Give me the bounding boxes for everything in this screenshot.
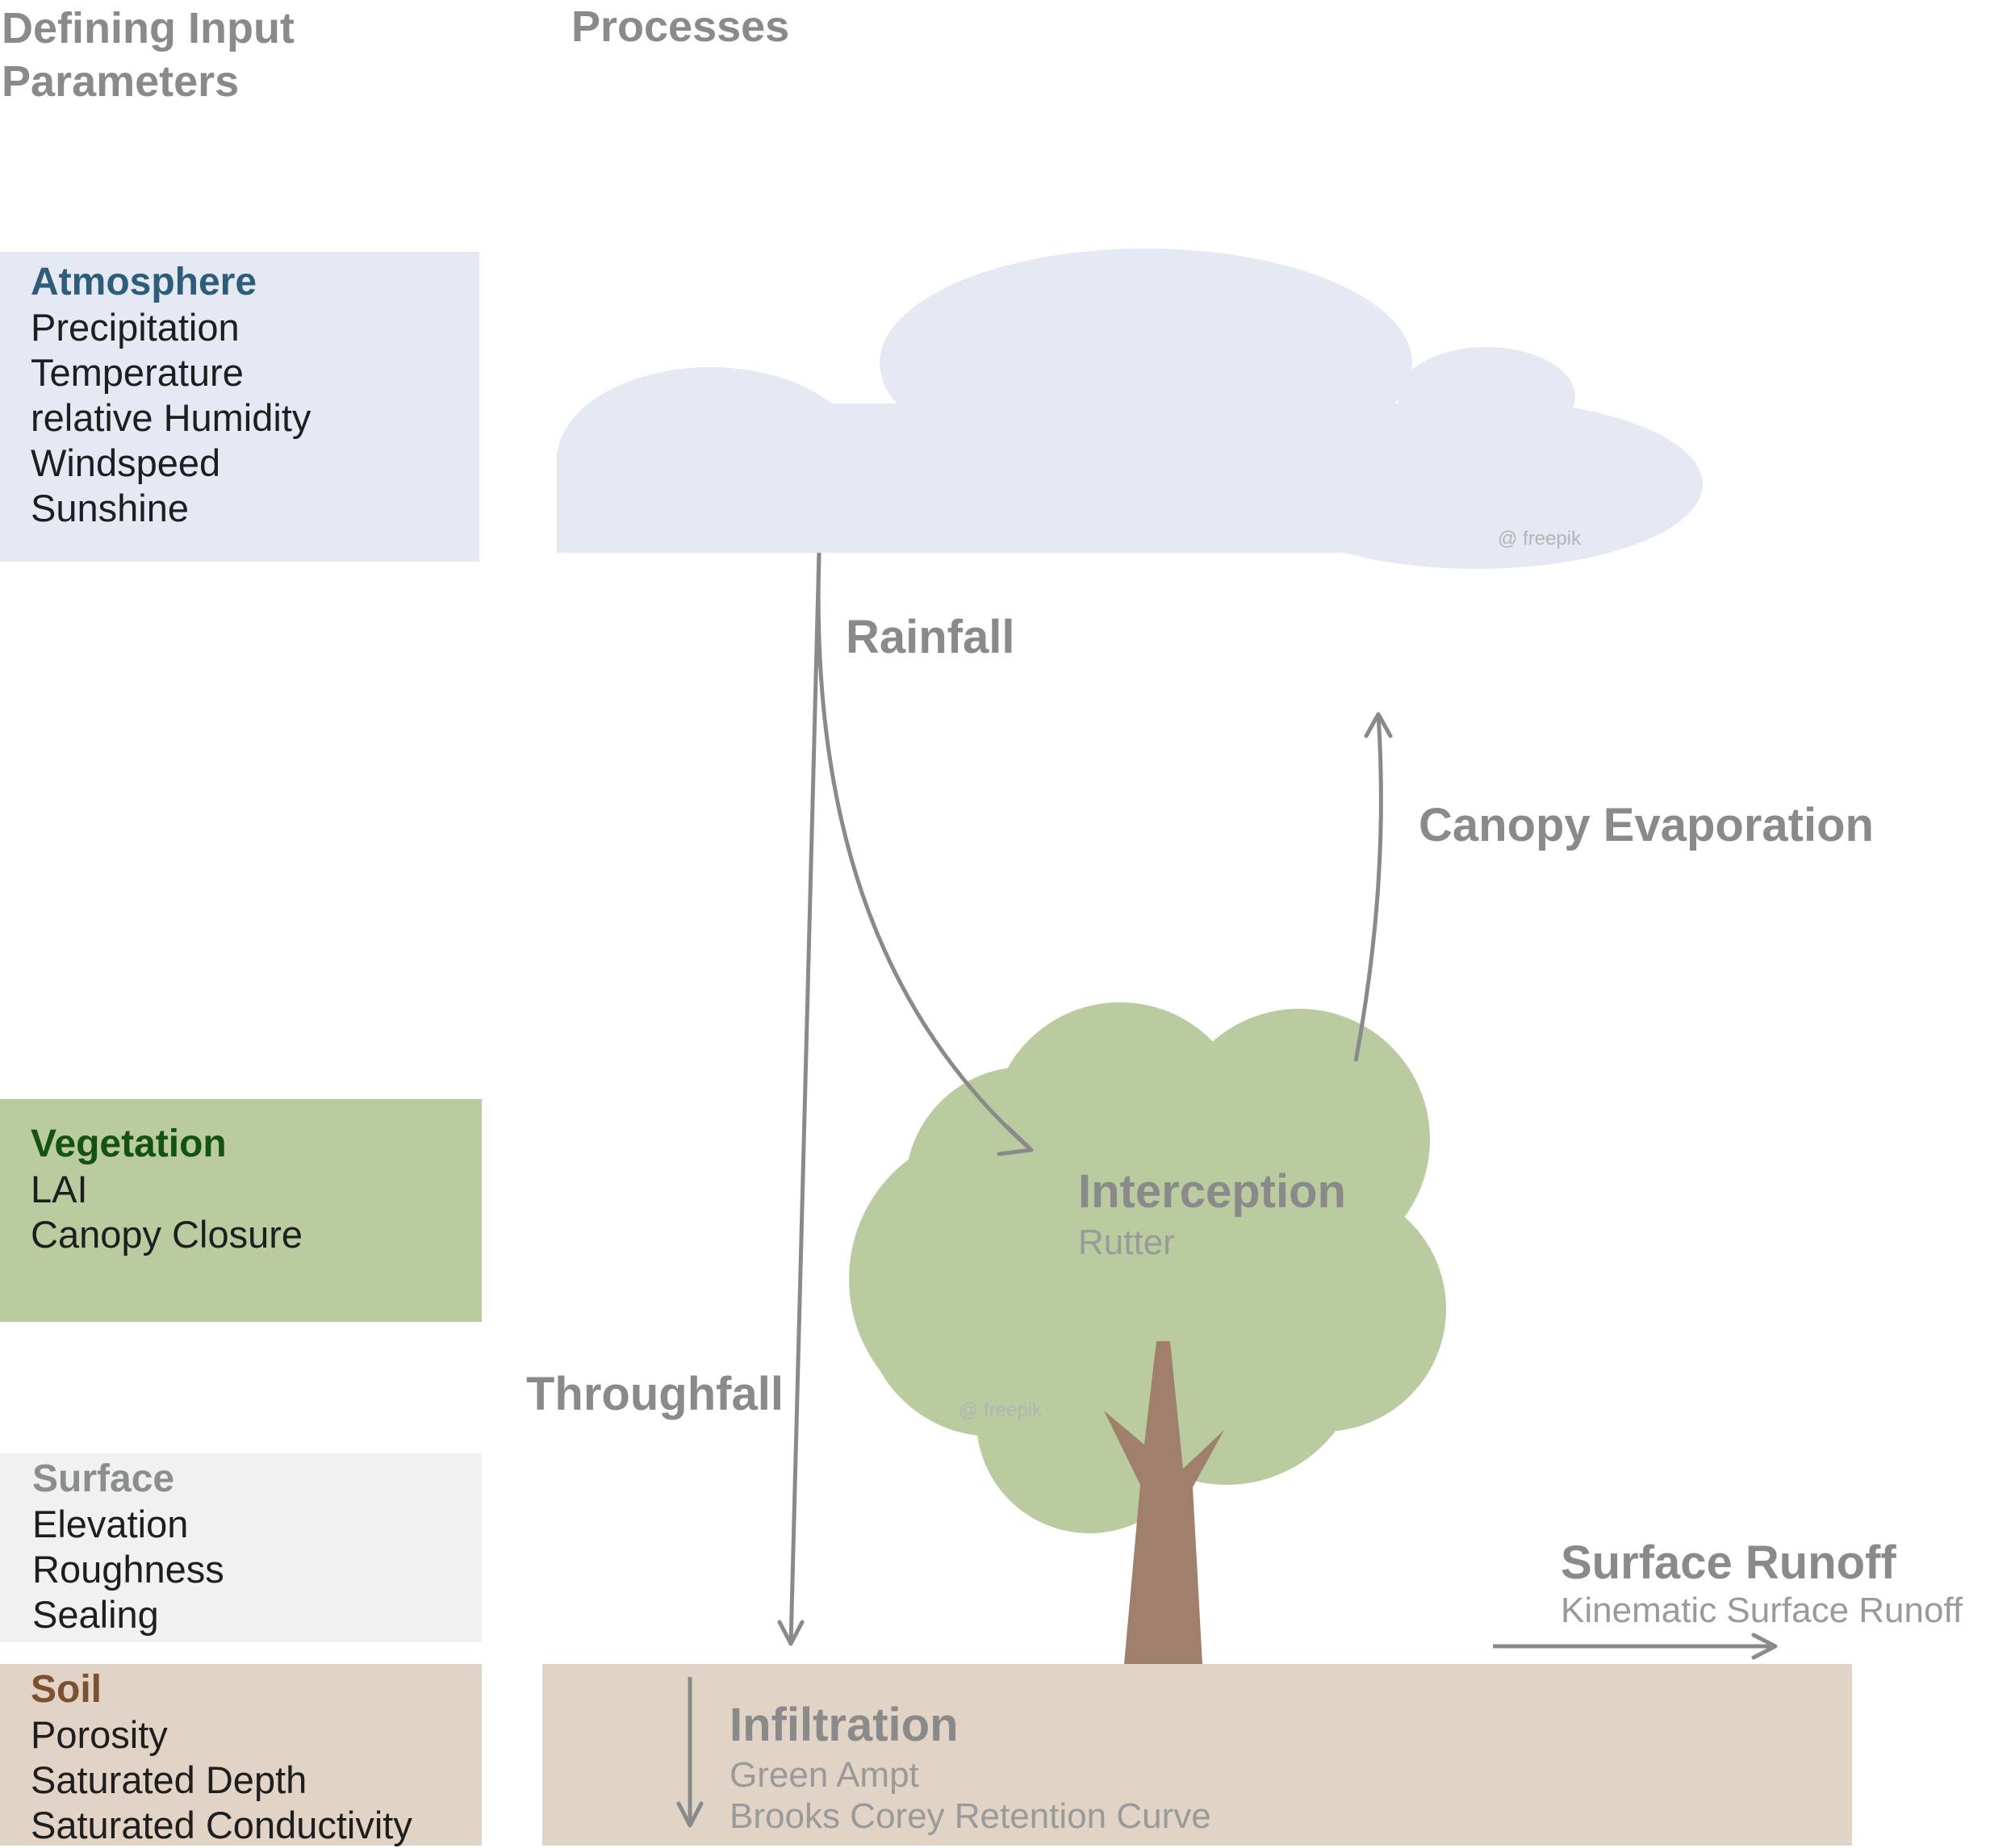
interception-method: Rutter [1078, 1223, 1175, 1262]
surface-item: Sealing [32, 1593, 159, 1636]
throughfall-arrow [788, 552, 822, 1645]
cloud-credit: @ freepik [1498, 528, 1582, 550]
atmosphere-item: Windspeed [31, 441, 221, 484]
input-parameters-header: Defining Input Parameters [2, 4, 295, 106]
atmosphere-item: relative Humidity [31, 396, 311, 439]
atmosphere-item: Temperature [31, 351, 244, 394]
tree-canopy [849, 1002, 1446, 1533]
vegetation-item: LAI [31, 1168, 88, 1210]
vegetation-panel: Vegetation LAI Canopy Closure [0, 1099, 482, 1322]
throughfall-label: Throughfall [526, 1368, 784, 1420]
atmosphere-panel: Atmosphere Precipitation Temperature rel… [0, 252, 479, 562]
infiltration-method: Brooks Corey Retention Curve [730, 1796, 1211, 1836]
tree-credit: @ freepik [959, 1399, 1043, 1421]
soil-item: Porosity [31, 1713, 168, 1756]
canopy-evaporation-label: Canopy Evaporation [1419, 799, 1874, 851]
surface-runoff-arrowhead [1751, 1633, 1778, 1660]
surface-title: Surface [32, 1457, 175, 1500]
rainfall-arrowhead [997, 1124, 1034, 1156]
surface-panel: Surface Elevation Roughness Sealing [0, 1453, 482, 1642]
soil-panel: Soil Porosity Saturated Depth Saturated … [0, 1664, 482, 1846]
throughfall-arrowhead [777, 1620, 805, 1646]
soil-item: Saturated Conductivity [31, 1804, 412, 1846]
processes-header: Processes [571, 2, 790, 51]
infiltration-label: Infiltration [730, 1699, 959, 1751]
interception-label: Interception [1078, 1165, 1346, 1218]
rainfall-arrow [816, 552, 1033, 1152]
atmosphere-item: Precipitation [31, 306, 240, 349]
atmosphere-item: Sunshine [31, 487, 189, 529]
infiltration-arrowhead [676, 1801, 704, 1828]
soil-ground [542, 1664, 1852, 1846]
canopy-evaporation-arrow [1353, 713, 1383, 1062]
soil-item: Saturated Depth [31, 1758, 307, 1801]
infiltration-method: Green Ampt [730, 1755, 919, 1795]
surface-item: Elevation [32, 1503, 189, 1545]
canopy-evaporation-arrowhead [1364, 712, 1393, 738]
vegetation-title: Vegetation [31, 1123, 227, 1165]
rainfall-label: Rainfall [846, 611, 1015, 663]
cloud-shape [557, 249, 1703, 569]
soil-title: Soil [31, 1668, 102, 1711]
surface-item: Roughness [32, 1548, 224, 1591]
surface-runoff-method: Kinematic Surface Runoff [1561, 1591, 1963, 1630]
tree-trunk [1104, 1341, 1224, 1664]
surface-runoff-label: Surface Runoff [1561, 1537, 1896, 1589]
atmosphere-title: Atmosphere [31, 261, 257, 303]
vegetation-item: Canopy Closure [31, 1213, 303, 1256]
